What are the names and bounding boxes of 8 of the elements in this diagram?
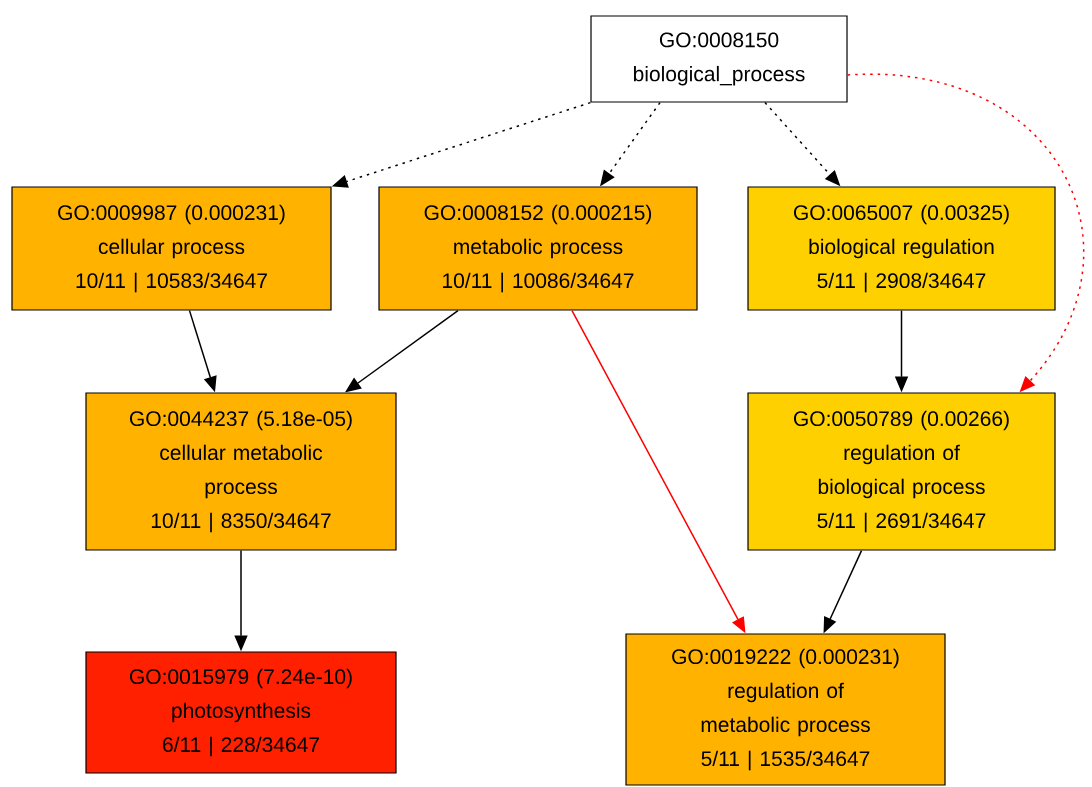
- term-box: GO:0015979 (7.24e-10) photosynthesis 6/11 | 228/34647: [85, 651, 397, 774]
- term-box: GO:0008150 biological_process: [590, 15, 848, 103]
- term-box: GO:0044237 (5.18e-05) cellular metabolic process 10/11 | 8350/34647: [85, 392, 397, 551]
- term-box: GO:0050789 (0.00266) regulation of biological process 5/11 | 2691/34647: [747, 392, 1056, 551]
- term-box: GO:0019222 (0.000231) regulation of metabolic process 5/11 | 1535/34647: [625, 633, 946, 786]
- term-box: GO:0009987 (0.000231) cellular process 10/11 | 10583/34647: [11, 186, 332, 311]
- term-box: GO:0065007 (0.00325) biological regulation 5/11 | 2908/34647: [747, 186, 1056, 311]
- term-box: GO:0008152 (0.000215) metabolic process 10/11 | 10086/34647: [378, 186, 698, 311]
